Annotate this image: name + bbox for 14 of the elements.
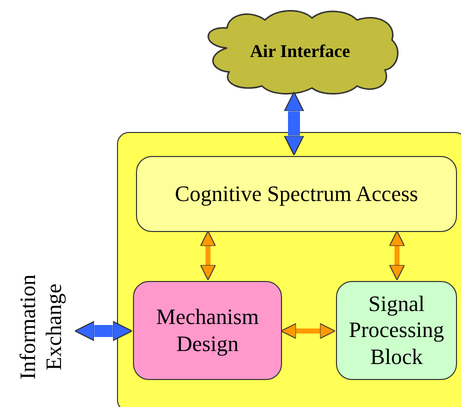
double-arrow [284, 91, 304, 156]
double-arrow [200, 230, 216, 280]
group-panel [117, 132, 461, 407]
box-label: Signal Processing Block [348, 290, 446, 370]
process-box [136, 156, 457, 232]
process-box [336, 281, 457, 380]
box-label: Mechanism Design [155, 304, 260, 357]
process-box [133, 281, 282, 380]
double-arrow [74, 320, 133, 342]
cloud-label: Air Interface [250, 41, 350, 63]
double-arrow [280, 323, 336, 339]
box-label: Cognitive Spectrum Access [174, 180, 418, 208]
side-label: Information Exchange [14, 273, 67, 382]
double-arrow [389, 230, 405, 280]
